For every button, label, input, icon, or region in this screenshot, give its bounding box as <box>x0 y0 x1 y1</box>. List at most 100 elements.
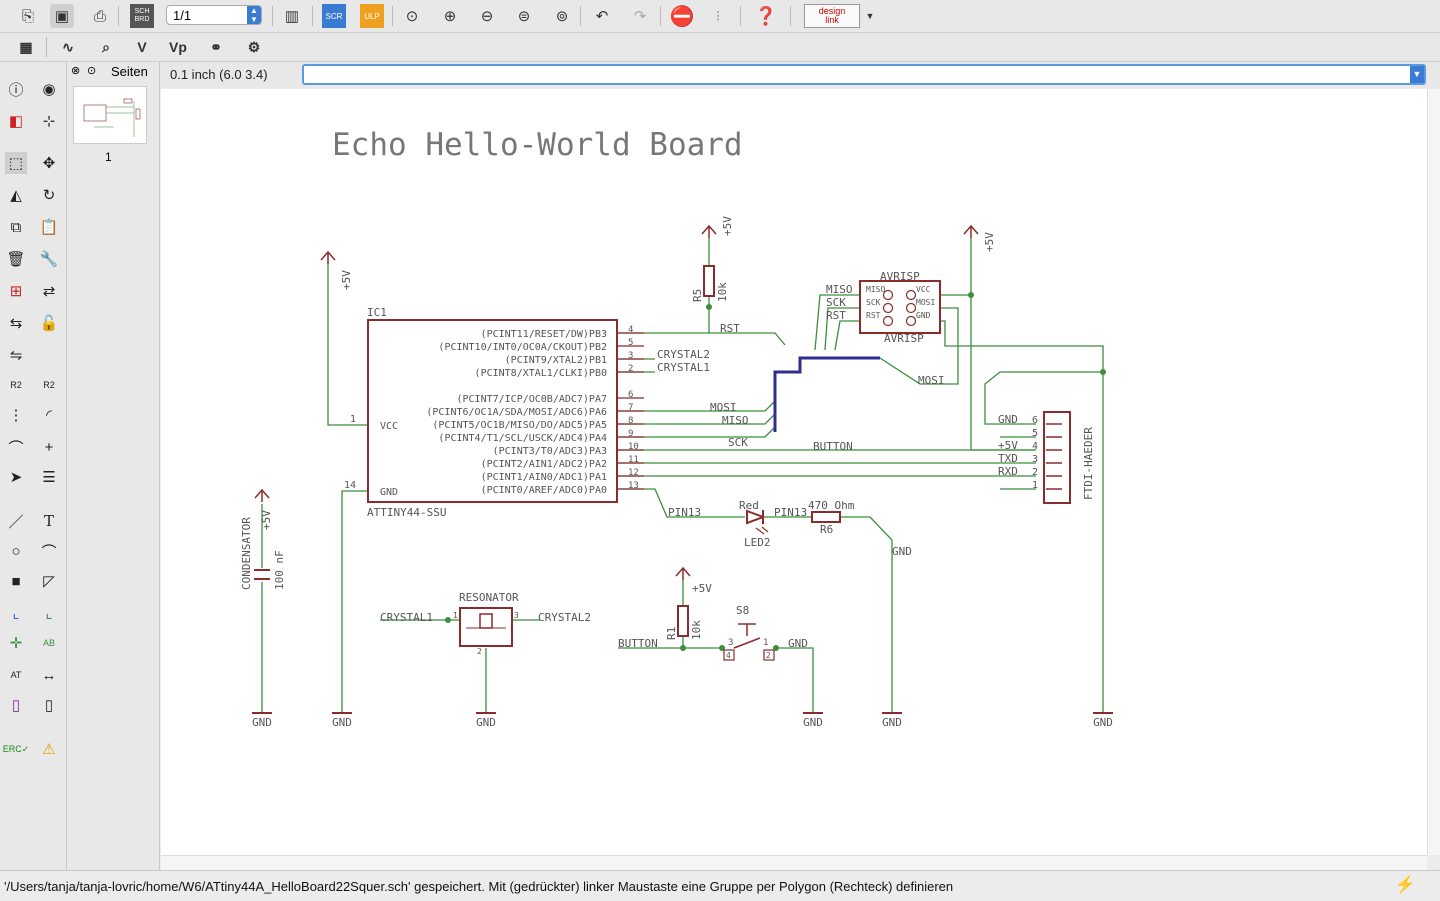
sch-brd-switch-icon[interactable]: SCH BRD <box>130 4 154 28</box>
warning-icon[interactable]: ⚠ <box>42 741 56 758</box>
lightning-icon[interactable]: ⚡ <box>1394 875 1416 894</box>
module-icon[interactable]: ▯ <box>44 697 54 714</box>
save-icon[interactable]: ▣ <box>50 4 74 28</box>
polygon-icon[interactable]: ◸ <box>43 573 55 590</box>
ftdi-body[interactable] <box>1043 411 1071 504</box>
ic-pin-number: 10 <box>628 442 639 452</box>
ftdi-pin-number: 2 <box>1032 467 1038 478</box>
grid-icon[interactable]: ▦ <box>19 38 33 55</box>
mirror-icon[interactable]: ◭ <box>10 187 22 204</box>
route-icon[interactable]: ➤ <box>9 469 23 486</box>
supply-5v-symbol <box>675 566 691 580</box>
simulation-icon[interactable]: ∿ <box>62 38 74 55</box>
ulp-icon[interactable]: ULP <box>360 4 384 28</box>
avrisp-body[interactable] <box>859 280 941 334</box>
resonator-body[interactable] <box>459 607 513 647</box>
zoom-fit-icon[interactable]: ⊙ <box>405 8 419 25</box>
horizontal-scrollbar[interactable] <box>161 855 1427 870</box>
r6-body[interactable] <box>811 511 841 523</box>
rectangle-icon[interactable]: ■ <box>11 572 21 590</box>
miter-icon[interactable]: ◜ <box>46 407 52 424</box>
invoke-icon[interactable]: ⇋ <box>9 347 23 364</box>
ic-pin-label: (PCINT10/INT0/OC0A/CKOUT)PB2 <box>438 342 607 353</box>
page-number: 1 <box>105 150 112 164</box>
rotate-icon[interactable]: ↻ <box>42 187 56 204</box>
junction-icon[interactable]: ✛ <box>9 635 23 652</box>
close-icon[interactable]: ⊗ <box>71 65 81 77</box>
split-icon[interactable]: ⌒ <box>8 439 24 457</box>
avrisp-pin-left: MISO <box>866 285 885 294</box>
r5-body[interactable] <box>703 265 715 297</box>
add-part-icon[interactable]: ⊞ <box>9 283 23 300</box>
schematic-canvas[interactable]: Echo Hello-World Board <box>161 89 1427 855</box>
label-icon[interactable]: AB <box>42 638 55 648</box>
mark-icon[interactable]: ⊹ <box>42 113 56 130</box>
paste-icon[interactable]: 📋 <box>39 219 59 236</box>
bus-icon[interactable]: ⌞ <box>12 605 20 622</box>
erc-icon[interactable]: ERC✓ <box>2 743 30 754</box>
redo-icon[interactable]: ↷ <box>633 8 647 25</box>
delete-icon[interactable]: 🗑 <box>6 251 26 268</box>
command-line-input[interactable]: ▼ <box>302 64 1426 85</box>
dimension-icon[interactable]: ↔ <box>41 666 57 684</box>
arc-icon[interactable]: ⌒ <box>41 543 57 561</box>
chevron-down-icon[interactable]: ▼ <box>1410 66 1424 83</box>
go-icon[interactable]: ⁝ <box>715 8 721 25</box>
smash-icon[interactable]: ⋮ <box>8 407 24 424</box>
move-icon[interactable]: ✥ <box>42 155 56 172</box>
zoom-out-icon[interactable]: ⊖ <box>480 8 494 25</box>
design-link-button[interactable]: design link <box>804 4 860 28</box>
pinswap-icon[interactable]: ⇄ <box>42 283 56 300</box>
script-icon[interactable]: SCR <box>322 4 346 28</box>
zoom-select-icon[interactable]: ⊚ <box>555 8 569 25</box>
search-icon[interactable]: ⌕ <box>102 38 110 55</box>
zoom-redraw-icon[interactable]: ⊜ <box>517 8 531 25</box>
vertical-scrollbar[interactable] <box>1427 89 1440 855</box>
name-icon[interactable]: R2 <box>10 380 22 390</box>
float-icon[interactable]: ⊙ <box>87 65 97 77</box>
capacitor-symbol[interactable] <box>254 569 270 580</box>
value-icon[interactable]: V <box>137 39 147 55</box>
replace-icon[interactable]: ⇆ <box>9 315 23 332</box>
value-tool-icon[interactable]: R2 <box>43 380 55 390</box>
gnd-label: GND <box>803 716 823 729</box>
chevron-down-icon[interactable]: ▼ <box>865 11 875 21</box>
ic-name: IC1 <box>367 306 387 319</box>
layers-icon[interactable]: ◧ <box>8 113 24 130</box>
led-symbol[interactable] <box>746 509 766 525</box>
line-icon[interactable]: ／ <box>8 513 24 531</box>
text-icon[interactable]: T <box>43 512 54 530</box>
align-icon[interactable]: ☰ <box>42 469 56 486</box>
gear-icon[interactable]: ⚙ <box>247 38 261 55</box>
sheet-select[interactable]: 1/1 ▲▼ <box>166 5 262 25</box>
info-icon[interactable]: ⓘ <box>8 81 24 99</box>
help-icon[interactable]: ❓ <box>754 5 778 26</box>
page-thumbnail[interactable] <box>73 86 147 144</box>
switch-symbol[interactable] <box>733 623 761 649</box>
stop-icon[interactable]: ⛔ <box>669 5 695 28</box>
lock-icon[interactable]: 🔓 <box>39 315 59 332</box>
net-connect-icon[interactable]: ⚭ <box>210 38 222 55</box>
r1-body[interactable] <box>677 605 689 637</box>
wrench-icon[interactable]: 🔧 <box>39 251 59 268</box>
group-icon[interactable]: ⬚ <box>5 152 27 174</box>
show-icon[interactable]: ◉ <box>42 81 56 98</box>
supply-5v-label: +5V <box>260 510 273 530</box>
attribute-value-icon[interactable]: Vp <box>169 39 187 55</box>
circle-icon[interactable]: ○ <box>11 542 21 560</box>
net-label-avr-miso: MISO <box>826 283 853 296</box>
avrisp-pin-right: MOSI <box>916 298 935 307</box>
copy-icon[interactable]: ⧉ <box>10 218 22 236</box>
net-icon[interactable]: ⌞ <box>45 605 53 622</box>
led-arrows <box>755 526 769 535</box>
attribute-icon[interactable]: AT <box>10 670 22 680</box>
sheet-stepper-icon[interactable]: ▲▼ <box>247 6 261 24</box>
undo-icon[interactable]: ↶ <box>595 8 609 25</box>
sheets-icon[interactable]: ▥ <box>284 8 300 25</box>
open-icon[interactable]: ⎘ <box>21 7 34 25</box>
print-icon[interactable]: ⎙ <box>93 7 106 25</box>
zoom-in-icon[interactable]: ⊕ <box>443 8 457 25</box>
frame-icon[interactable]: ▯ <box>11 697 21 714</box>
toolbar-separator <box>660 6 661 26</box>
optimize-icon[interactable]: + <box>44 438 54 456</box>
